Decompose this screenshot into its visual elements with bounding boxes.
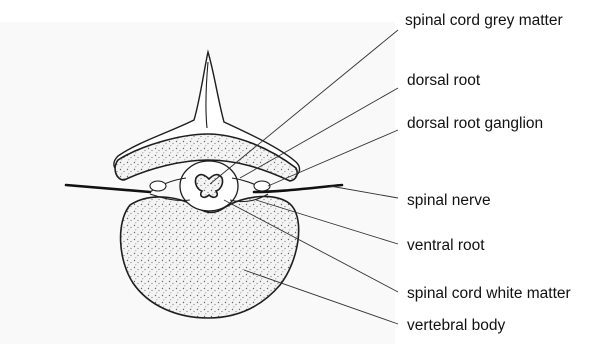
label-spinal-nerve: spinal nerve — [407, 192, 491, 209]
left-dorsal-root-ganglion — [150, 181, 166, 191]
label-white-matter: spinal cord white matter — [407, 285, 571, 302]
label-ventral-root: ventral root — [407, 237, 485, 254]
label-dorsal-root-ganglion: dorsal root ganglion — [407, 115, 543, 132]
label-grey-matter: spinal cord grey matter — [405, 12, 563, 29]
label-vertebral-body: vertebral body — [407, 317, 505, 334]
label-dorsal-root: dorsal root — [407, 72, 481, 89]
right-dorsal-root-ganglion — [254, 181, 270, 191]
